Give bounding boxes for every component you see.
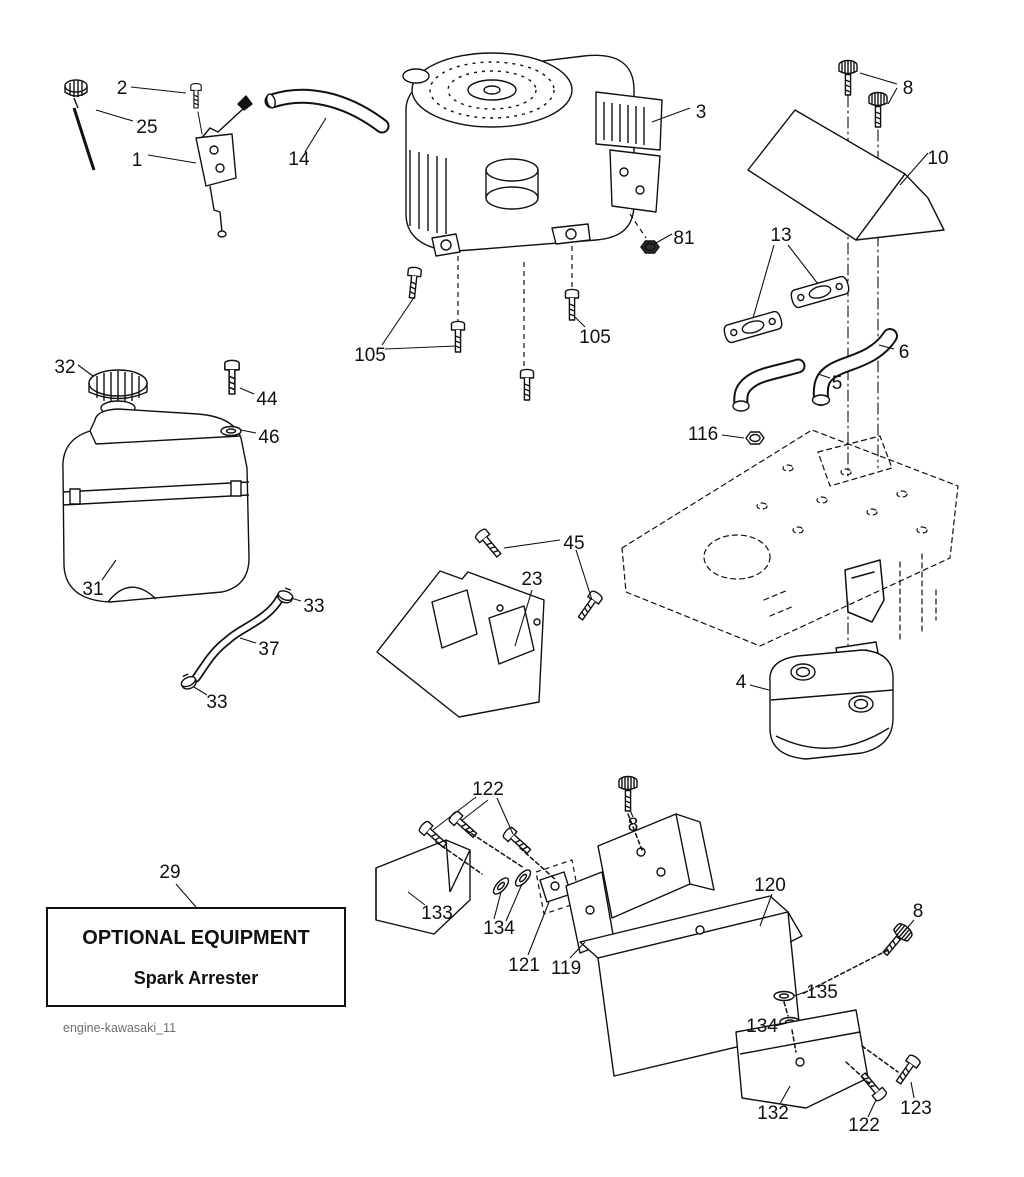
bolt-123-drawing: [892, 1052, 923, 1087]
part-label-29: 29: [159, 862, 180, 883]
throttle-control-drawing: [195, 95, 253, 238]
engine-mount-bolts-drawing: [404, 266, 580, 401]
part-label-46: 46: [258, 427, 279, 448]
part-label-13: 13: [770, 225, 791, 246]
part-label-119: 119: [551, 958, 581, 979]
part-label-105-right: 105: [579, 327, 611, 348]
part-label-6: 6: [899, 342, 910, 363]
part-label-10: 10: [927, 148, 948, 169]
part-label-8-right: 8: [913, 901, 924, 922]
part-label-135: 135: [806, 982, 838, 1003]
bolt-8-mid-drawing: [618, 775, 638, 812]
part-label-31: 31: [82, 579, 103, 600]
part-label-45: 45: [563, 533, 584, 554]
part-label-8-mid: 8: [628, 815, 639, 836]
part-label-2: 2: [117, 78, 128, 99]
part-label-121: 121: [508, 955, 540, 976]
part-label-122-bottom: 122: [848, 1115, 880, 1136]
part-label-4: 4: [736, 672, 747, 693]
part-label-33-upper: 33: [303, 596, 324, 617]
bolt-122-bottom-drawing: [857, 1069, 889, 1103]
part-label-1: 1: [132, 150, 143, 171]
part-label-37: 37: [258, 639, 279, 660]
side-shield-133-drawing: [375, 839, 471, 935]
chassis-plate-drawing: [621, 429, 959, 647]
assembly-dashed-lines: [435, 813, 899, 1087]
part-label-133: 133: [421, 903, 453, 924]
support-bracket-drawing: [376, 570, 545, 718]
part-label-81: 81: [673, 228, 694, 249]
exhaust-gaskets-drawing: [721, 274, 852, 345]
washer-46-drawing: [220, 425, 242, 437]
part-label-3: 3: [696, 102, 707, 123]
part-label-23: 23: [521, 569, 542, 590]
center-bracket-drawing: [597, 813, 715, 919]
washers-134-left-drawing: [490, 866, 534, 898]
shield-bolts-drawing: [838, 59, 888, 128]
optional-equipment-heading: OPTIONAL EQUIPMENT: [82, 927, 309, 949]
bolt-8-right-drawing: [877, 920, 916, 961]
part-label-25: 25: [136, 117, 157, 138]
fuel-cap-drawing: [88, 369, 148, 416]
part-label-123: 123: [900, 1098, 932, 1119]
leader-lines: [77, 72, 929, 1118]
part-label-132: 132: [757, 1103, 789, 1124]
bolt-2-drawing: [190, 82, 203, 135]
part-label-122-top: 122: [472, 779, 504, 800]
breather-hose-drawing: [264, 88, 390, 134]
optional-equipment-box: OPTIONAL EQUIPMENT Spark Arrester: [46, 907, 346, 1007]
engine-drawing: [402, 52, 663, 368]
part-labels: 2 25 1 14 3 8 10 81 13 105 105 6 5 116 3…: [54, 78, 948, 1136]
diagram-id-text: engine-kawasaki_11: [63, 1021, 176, 1035]
fuel-line-drawing: [177, 585, 296, 692]
part-label-134-left: 134: [483, 918, 515, 939]
optional-equipment-subheading: Spark Arrester: [134, 968, 258, 988]
oil-dipstick-drawing: [64, 79, 96, 171]
nut-116-drawing: [745, 431, 765, 445]
part-label-14: 14: [288, 149, 310, 170]
muffler-drawing: [769, 641, 894, 760]
part-label-33-lower: 33: [206, 692, 227, 713]
part-label-5: 5: [832, 373, 843, 394]
optional-equipment-border: [46, 907, 346, 1007]
part-label-8-top: 8: [903, 78, 914, 99]
exhaust-pipes-drawing: [732, 328, 898, 412]
washer-135-drawing: [773, 990, 795, 1002]
part-label-120: 120: [754, 875, 786, 896]
fuel-tank-drawing: [62, 408, 250, 603]
part-label-32: 32: [54, 357, 75, 378]
shield-132-drawing: [735, 1009, 869, 1109]
bolt-44-drawing: [224, 359, 240, 395]
part-label-134-right: 134: [746, 1016, 778, 1037]
part-label-44: 44: [256, 389, 278, 410]
part-label-105-left: 105: [354, 345, 386, 366]
heat-shield-drawing: [747, 109, 945, 241]
part-label-116: 116: [688, 424, 718, 445]
